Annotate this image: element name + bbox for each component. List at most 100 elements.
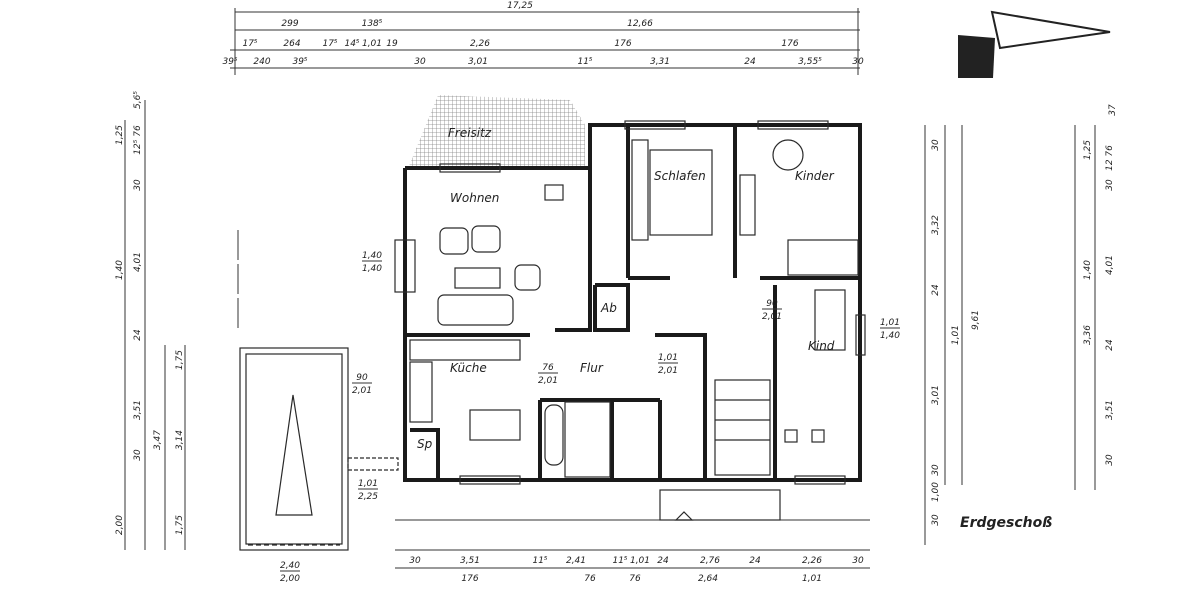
opening-label-height: 2,01	[762, 312, 782, 322]
dimension-label-bottom: 176	[461, 574, 478, 584]
room-label-freisitz: Freisitz	[448, 126, 492, 140]
room-label-flur: Flur	[580, 361, 604, 375]
dimension-label-right: 24	[931, 284, 941, 296]
dimension-label-top: 17⁵	[242, 39, 257, 49]
north-arrow-icon	[958, 10, 1111, 78]
dimension-label-bottom: 76	[584, 574, 596, 584]
dimension-label-top: 299	[281, 19, 298, 29]
dimension-label-right: 1,40	[1083, 260, 1093, 280]
dimension-label-right: 3,36	[1083, 325, 1093, 345]
dimension-label-top: 39⁵	[292, 57, 307, 67]
dimension-label-left: 12⁵ 76	[133, 125, 143, 155]
dimension-label-top: 176	[614, 39, 631, 49]
opening-label-width: 76	[542, 363, 554, 373]
furniture	[409, 139, 859, 521]
dimension-label-top: 176	[781, 39, 798, 49]
room-label-kinder: Kinder	[795, 169, 835, 183]
dimension-label-right: 30	[1105, 454, 1115, 466]
dimension-label-top: 1,01	[362, 39, 382, 49]
room-label-schlafen: Schlafen	[654, 169, 706, 183]
dimension-label-top: 240	[253, 57, 270, 67]
dimension-label-right: 30	[931, 514, 941, 526]
dimension-label-bottom: 1,01	[630, 556, 650, 566]
dimension-label-left: 30	[133, 179, 143, 191]
dimension-label-top: 14⁵	[344, 39, 359, 49]
garage	[239, 347, 399, 551]
opening-label-height: 2,01	[658, 366, 678, 376]
walls	[403, 123, 862, 482]
dimension-label-bottom: 24	[657, 556, 669, 566]
opening-label-width: 2,40	[280, 561, 300, 571]
dimension-label-left: 1,40	[115, 260, 125, 280]
room-label-sp: Sp	[417, 437, 433, 451]
dimension-label-right: 12 76	[1105, 145, 1115, 171]
dimension-label-left: 3,47	[153, 430, 163, 450]
dimension-label-top: 138⁵	[362, 19, 383, 29]
dimension-lines	[124, 8, 1096, 569]
room-label-wohnen: Wohnen	[450, 191, 499, 205]
room-label-ab: Ab	[600, 301, 617, 315]
dimension-label-right: 30	[931, 464, 941, 476]
dimension-label-bottom: 30	[852, 556, 864, 566]
dimension-label-left: 3,51	[133, 400, 143, 420]
dimension-label-bottom: 2,41	[566, 556, 586, 566]
dimension-label-top: 24	[744, 57, 756, 67]
dimension-label-right: 1,01	[951, 325, 961, 345]
dimension-label-bottom: 24	[749, 556, 761, 566]
dimension-label-left: 1,75	[175, 515, 185, 535]
dimension-label-top: 3,01	[468, 57, 488, 67]
dimension-label-right: 37	[1108, 104, 1118, 116]
dimension-label-right: 9,61	[971, 310, 981, 330]
dimension-label-top: 3,31	[650, 57, 670, 67]
opening-label-width: 1,01	[658, 353, 678, 363]
opening-label-height: 2,01	[352, 386, 372, 396]
dimension-label-top: 11⁵	[577, 57, 592, 67]
opening-label-height: 2,00	[280, 574, 300, 584]
dimension-label-bottom: 76	[629, 574, 641, 584]
dimension-label-top: 3,55⁵	[798, 57, 822, 67]
dimension-label-top: 17,25	[507, 1, 533, 11]
dimension-label-top: 2,26	[470, 39, 490, 49]
dimension-label-left: 2,00	[115, 515, 125, 535]
dimension-label-bottom: 3,51	[460, 556, 480, 566]
dimension-label-bottom: 30	[409, 556, 421, 566]
dimension-label-right: 1,25	[1083, 140, 1093, 160]
dimension-label-top: 39⁵	[222, 57, 237, 67]
dimension-label-right: 1,00	[931, 482, 941, 502]
dimension-label-left: 30	[133, 449, 143, 461]
dimension-label-left: 1,75	[175, 350, 185, 370]
opening-label-height: 2,01	[538, 376, 558, 386]
dimension-label-top: 12,66	[627, 19, 653, 29]
dimension-label-bottom: 2,64	[698, 574, 718, 584]
dimension-label-right: 30	[1105, 179, 1115, 191]
dimension-label-top: 19	[386, 39, 398, 49]
floor-title: Erdgeschoß	[960, 515, 1052, 531]
opening-labels: 1,401,401,011,401,012,01902,01762,011,01…	[280, 251, 900, 584]
dimension-label-bottom: 11⁵	[532, 556, 547, 566]
dimension-label-left: 4,01	[133, 252, 143, 272]
terrace-hatch	[408, 95, 585, 168]
opening-label-height: 1,40	[362, 264, 382, 274]
dimension-label-right: 3,01	[931, 385, 941, 405]
dimension-label-top: 264	[283, 39, 300, 49]
windows	[394, 120, 866, 485]
dimension-label-bottom: 11⁵	[612, 556, 627, 566]
dimension-label-bottom: 1,01	[802, 574, 822, 584]
opening-label-width: 1,01	[358, 479, 378, 489]
dimension-label-bottom: 2,26	[802, 556, 822, 566]
opening-label-height: 1,40	[880, 331, 900, 341]
dimension-label-top: 30	[852, 57, 864, 67]
dimension-label-right: 30	[931, 139, 941, 151]
dimension-label-right: 24	[1105, 339, 1115, 351]
dimension-label-left: 5,6⁵	[133, 91, 143, 109]
opening-label-width: 1,01	[880, 318, 900, 328]
opening-label-height: 2,25	[358, 492, 378, 502]
dimension-label-top: 30	[414, 57, 426, 67]
dimension-label-right: 3,51	[1105, 400, 1115, 420]
dimension-label-top: 17⁵	[322, 39, 337, 49]
opening-label-width: 90	[356, 373, 368, 383]
dimension-label-left: 24	[133, 329, 143, 341]
dimension-label-bottom: 2,76	[700, 556, 720, 566]
